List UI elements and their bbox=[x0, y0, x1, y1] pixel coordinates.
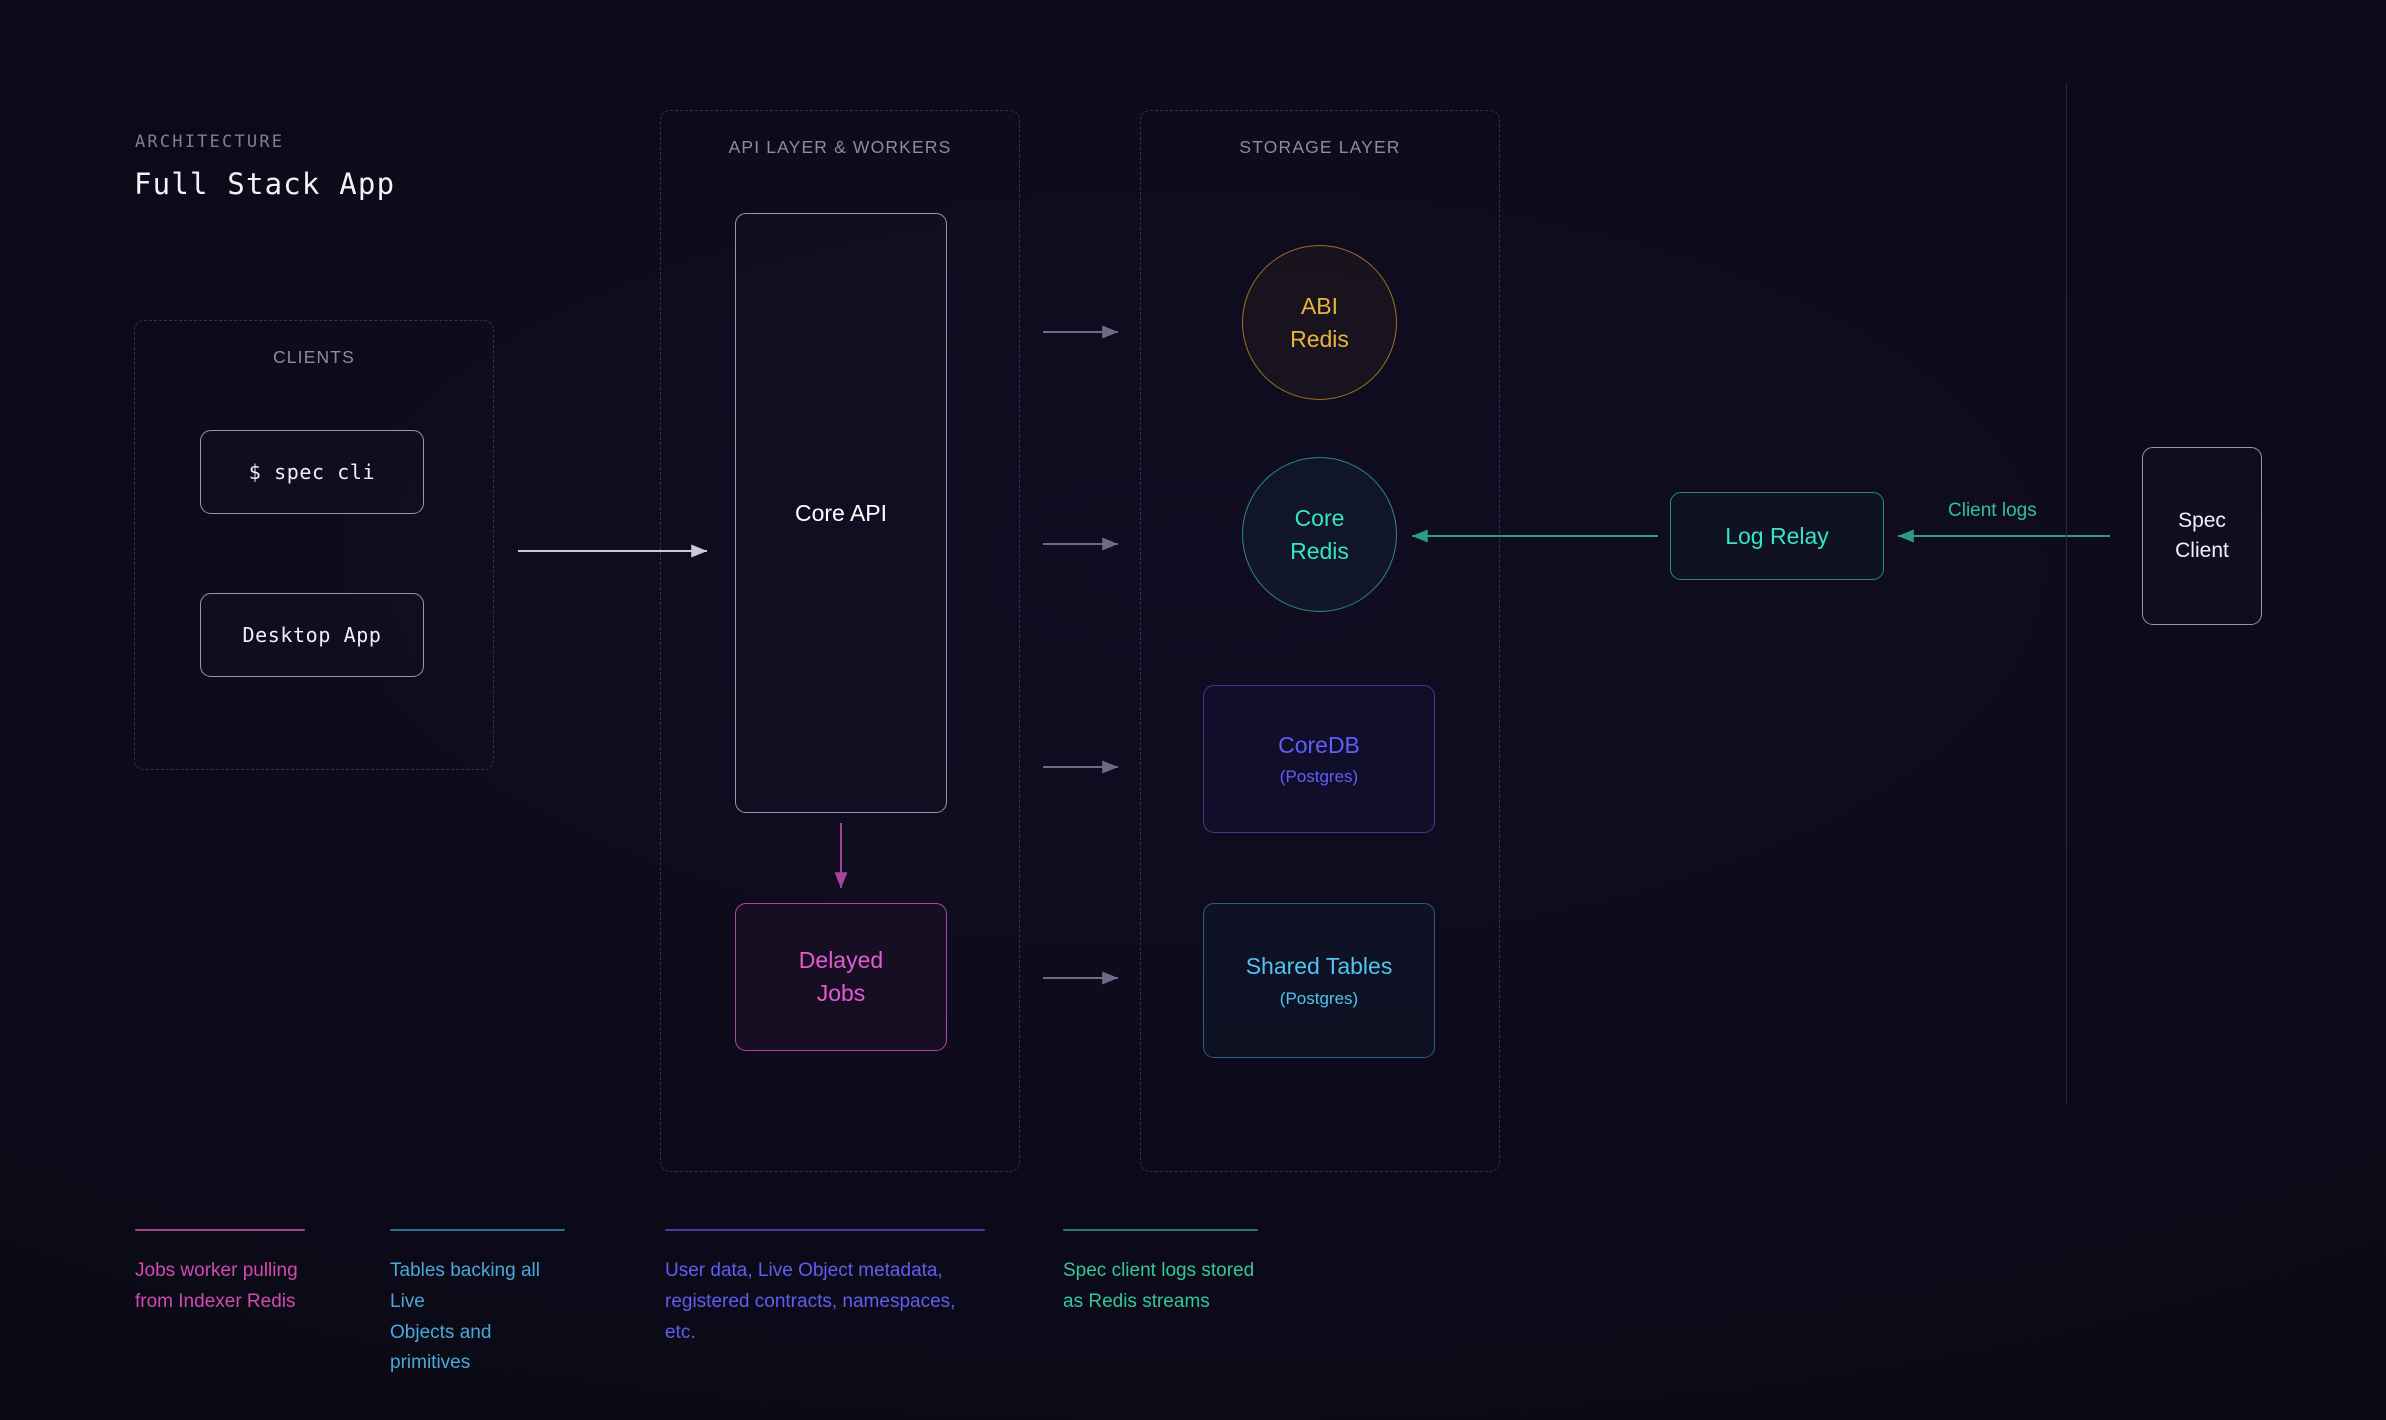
legend-rule bbox=[665, 1229, 985, 1231]
node-core-api-label: Core API bbox=[794, 499, 888, 526]
legend-line-2: Objects and primitives bbox=[390, 1321, 492, 1374]
node-abi-redis[interactable]: ABI Redis bbox=[1242, 245, 1397, 400]
legend-text: Tables backing all Live Objects and prim… bbox=[390, 1256, 565, 1379]
node-coredb-label: CoreDB bbox=[1278, 731, 1360, 758]
legend-item-delayed-jobs: Jobs worker pulling from Indexer Redis bbox=[135, 1229, 305, 1318]
legend-item-log-relay: Spec client logs stored as Redis streams bbox=[1063, 1229, 1258, 1318]
panel-api-layer-label: API LAYER & WORKERS bbox=[728, 137, 952, 157]
node-desktop-app[interactable]: Desktop App bbox=[200, 593, 424, 677]
node-log-relay[interactable]: Log Relay bbox=[1670, 492, 1884, 580]
panel-api-layer: API LAYER & WORKERS bbox=[660, 110, 1020, 1172]
legend-line-1: Jobs worker pulling bbox=[135, 1260, 298, 1281]
eyebrow-label: ARCHITECTURE bbox=[135, 132, 285, 152]
panel-storage-layer-label: STORAGE LAYER bbox=[1239, 137, 1401, 157]
node-coredb[interactable]: CoreDB (Postgres) bbox=[1203, 685, 1435, 833]
legend-item-shared-tables: Tables backing all Live Objects and prim… bbox=[390, 1229, 565, 1379]
node-delayed-jobs-line1: Delayed bbox=[798, 947, 884, 974]
legend-item-coredb: User data, Live Object metadata, registe… bbox=[665, 1229, 985, 1348]
node-core-api[interactable]: Core API bbox=[735, 213, 947, 813]
node-core-redis-line2: Redis bbox=[1290, 537, 1349, 564]
legend-line-1: Spec client logs stored bbox=[1063, 1260, 1255, 1281]
node-desktop-app-label: Desktop App bbox=[242, 622, 382, 647]
legend-text: Jobs worker pulling from Indexer Redis bbox=[135, 1256, 305, 1318]
node-abi-redis-line2: Redis bbox=[1290, 325, 1349, 352]
legend-rule bbox=[1063, 1229, 1258, 1231]
node-spec-cli-label: $ spec cli bbox=[248, 459, 376, 484]
panel-clients: CLIENTS bbox=[134, 320, 494, 770]
node-delayed-jobs[interactable]: Delayed Jobs bbox=[735, 903, 947, 1051]
node-spec-client-line1: Spec bbox=[2178, 509, 2226, 533]
node-spec-client-line2: Client bbox=[2175, 539, 2229, 562]
edge-label-client-logs: Client logs bbox=[1948, 500, 2037, 521]
node-abi-redis-line1: ABI bbox=[1300, 292, 1339, 319]
node-shared-tables-sublabel: (Postgres) bbox=[1279, 988, 1359, 1008]
node-spec-client[interactable]: Spec Client bbox=[2142, 447, 2262, 625]
legend-line-2: from Indexer Redis bbox=[135, 1290, 296, 1312]
node-shared-tables-label: Shared Tables bbox=[1245, 953, 1393, 980]
panel-storage-layer: STORAGE LAYER bbox=[1140, 110, 1500, 1172]
legend-text: Spec client logs stored as Redis streams bbox=[1063, 1256, 1258, 1318]
legend-line-1: User data, Live Object metadata, bbox=[665, 1260, 943, 1281]
node-coredb-sublabel: (Postgres) bbox=[1279, 767, 1359, 787]
legend-line-2: as Redis streams bbox=[1063, 1290, 1210, 1312]
legend-rule bbox=[390, 1229, 565, 1231]
legend-line-1: Tables backing all Live bbox=[390, 1260, 540, 1312]
node-log-relay-label: Log Relay bbox=[1725, 522, 1829, 549]
node-shared-tables[interactable]: Shared Tables (Postgres) bbox=[1203, 903, 1435, 1058]
node-core-redis[interactable]: Core Redis bbox=[1242, 457, 1397, 612]
legend-text: User data, Live Object metadata, registe… bbox=[665, 1256, 985, 1348]
node-delayed-jobs-line2: Jobs bbox=[816, 980, 866, 1006]
legend-rule bbox=[135, 1229, 305, 1231]
node-spec-cli[interactable]: $ spec cli bbox=[200, 430, 424, 514]
page-title: Full Stack App bbox=[134, 167, 396, 201]
legend-line-2: registered contracts, namespaces, etc. bbox=[665, 1290, 956, 1343]
node-core-redis-line1: Core bbox=[1294, 504, 1345, 531]
panel-clients-label: CLIENTS bbox=[273, 347, 355, 367]
vertical-divider bbox=[2066, 83, 2067, 1105]
